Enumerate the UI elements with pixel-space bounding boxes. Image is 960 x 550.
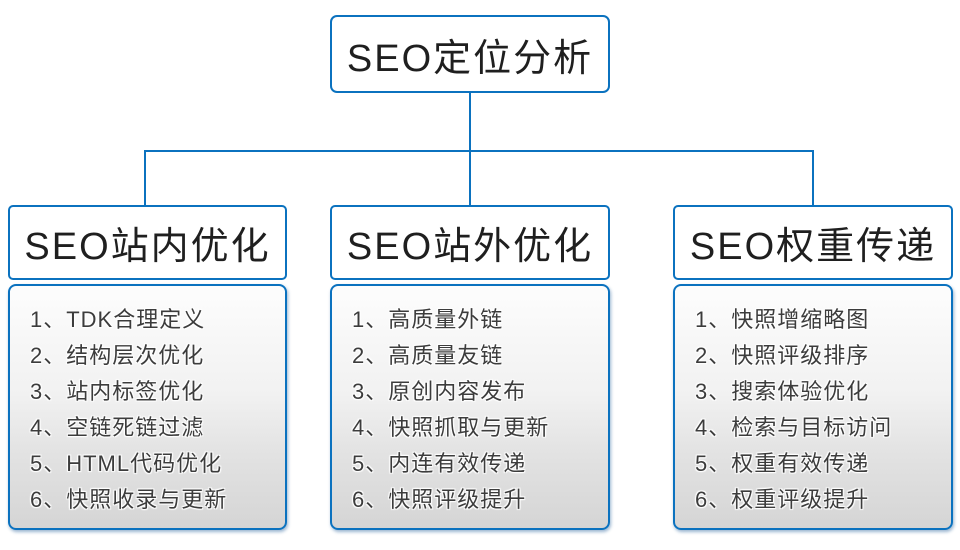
list-item: 4、检索与目标访问 [695, 415, 893, 440]
list-item: 1、TDK合理定义 [30, 307, 206, 332]
list-item: 5、HTML代码优化 [30, 451, 223, 476]
connector-drop-left [144, 150, 146, 205]
list-item: 6、快照评级提升 [352, 487, 527, 512]
connector-drop-middle [469, 150, 471, 205]
connector-drop-right [812, 150, 814, 205]
connector-root-stem [469, 93, 471, 151]
column-item-list: 1、快照增缩略图 2、快照评级排序 3、搜索体验优化 4、检索与目标访问 5、权… [673, 284, 953, 530]
column-onsite-optimization: SEO站内优化 1、TDK合理定义 2、结构层次优化 3、站内标签优化 4、空链… [8, 205, 287, 530]
column-header-title: SEO站内优化 [24, 226, 271, 268]
list-item: 4、空链死链过滤 [30, 415, 205, 440]
root-node-title: SEO定位分析 [346, 37, 594, 80]
column-header: SEO站外优化 [330, 205, 610, 280]
list-item: 5、权重有效传递 [695, 451, 870, 476]
column-item-list: 1、TDK合理定义 2、结构层次优化 3、站内标签优化 4、空链死链过滤 5、H… [8, 284, 287, 530]
connector-horizontal-bar [144, 150, 814, 152]
column-header-title: SEO权重传递 [689, 226, 937, 268]
column-offsite-optimization: SEO站外优化 1、高质量外链 2、高质量友链 3、原创内容发布 4、快照抓取与… [330, 205, 610, 530]
list-item: 1、快照增缩略图 [695, 307, 870, 332]
list-item: 6、权重评级提升 [695, 487, 870, 512]
list-item: 2、高质量友链 [352, 343, 504, 368]
column-header-title: SEO站外优化 [346, 226, 594, 268]
list-item: 3、站内标签优化 [30, 379, 205, 404]
column-header: SEO权重传递 [673, 205, 953, 280]
list-item: 2、结构层次优化 [30, 343, 205, 368]
list-item: 2、快照评级排序 [695, 343, 870, 368]
list-item: 4、快照抓取与更新 [352, 415, 550, 440]
root-node: SEO定位分析 [330, 15, 610, 93]
column-weight-transfer: SEO权重传递 1、快照增缩略图 2、快照评级排序 3、搜索体验优化 4、检索与… [673, 205, 953, 530]
list-item: 5、内连有效传递 [352, 451, 527, 476]
list-item: 1、高质量外链 [352, 307, 504, 332]
column-header: SEO站内优化 [8, 205, 287, 280]
list-item: 3、原创内容发布 [352, 379, 527, 404]
list-item: 3、搜索体验优化 [695, 379, 870, 404]
list-item: 6、快照收录与更新 [30, 487, 228, 512]
column-item-list: 1、高质量外链 2、高质量友链 3、原创内容发布 4、快照抓取与更新 5、内连有… [330, 284, 610, 530]
